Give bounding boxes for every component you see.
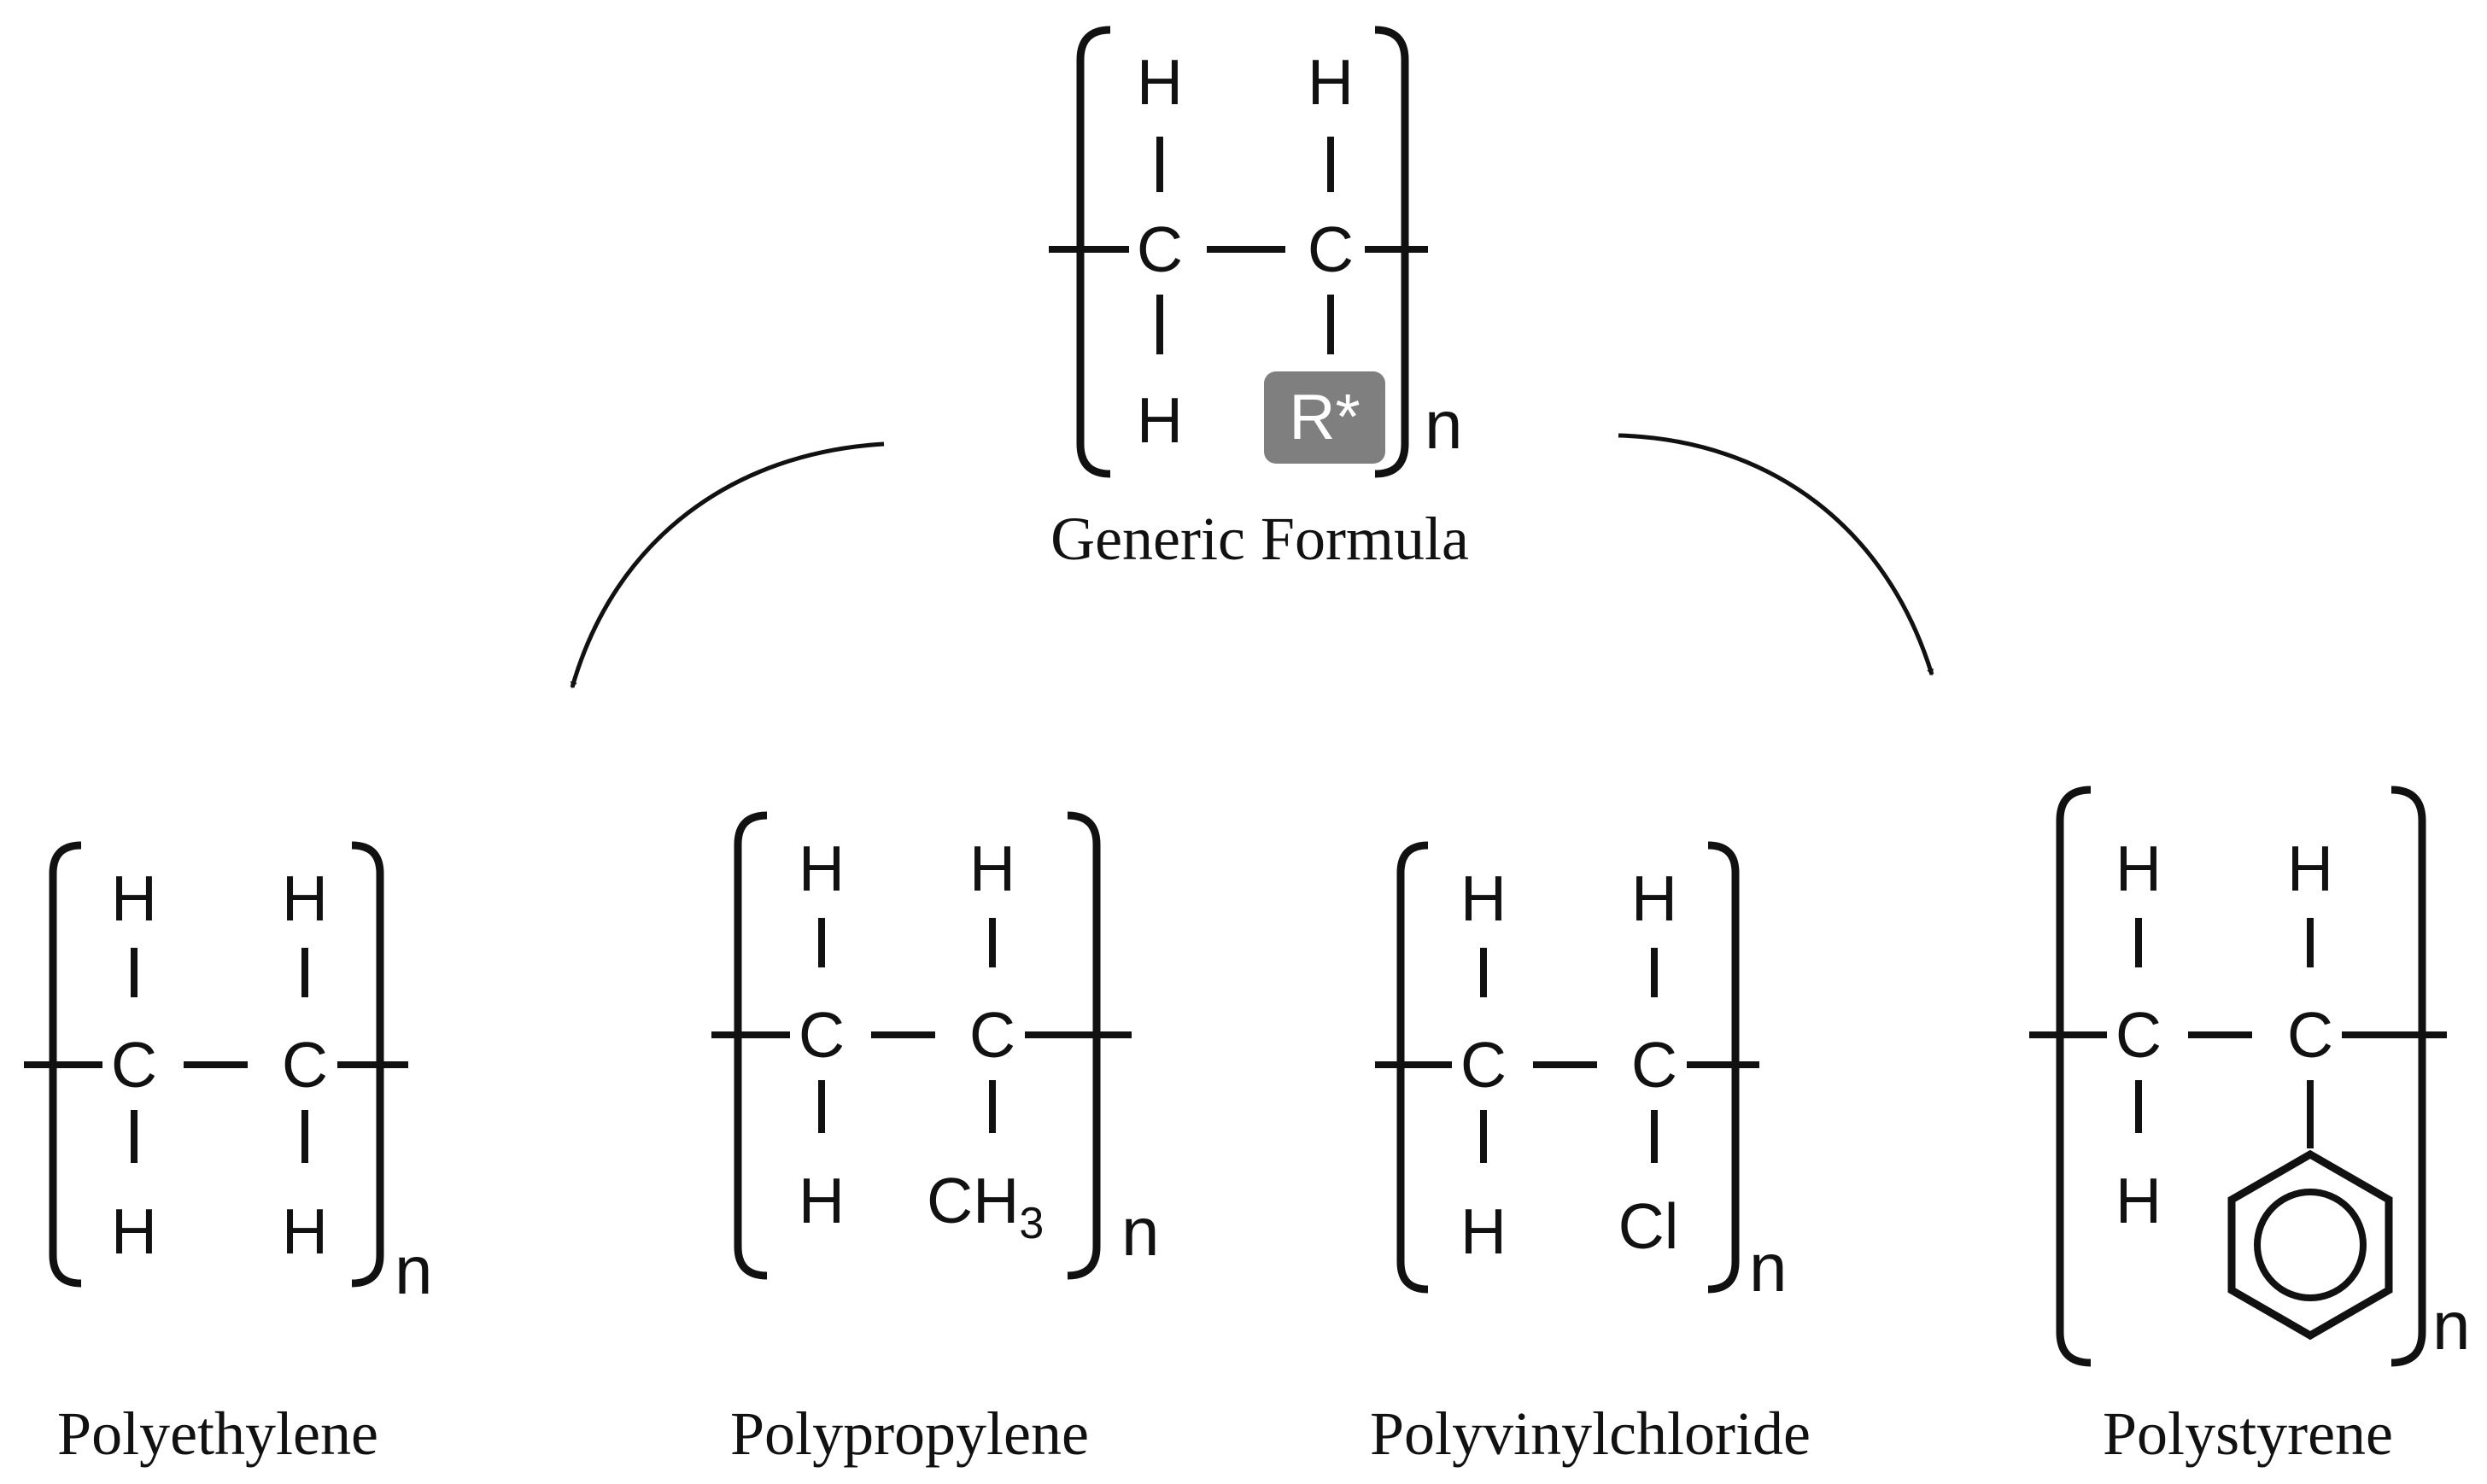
atom-h-bottom-left: H	[2115, 1165, 2162, 1236]
right-bracket	[1067, 811, 1101, 1280]
polymer-name: Polyvinylchloride	[1370, 1399, 1811, 1468]
arrow-to-polystyrene	[1618, 433, 1934, 676]
atom-c-right: C	[1631, 1029, 1677, 1101]
atom-h-top-right: H	[1631, 862, 1677, 934]
repeat-n: n	[1749, 1230, 1788, 1306]
generic-caption: Generic Formula	[1050, 505, 1469, 573]
polyvinylchloride-structure: H H C C H Cl n Polyvinylchloride	[1370, 841, 1811, 1468]
polystyrene-structure: H H C C H n Polystyrene	[2029, 786, 2471, 1468]
repeat-n: n	[395, 1232, 433, 1308]
atom-h-top-right: H	[1308, 46, 1354, 118]
atom-h-top-left: H	[111, 862, 157, 934]
right-bracket	[2390, 786, 2426, 1367]
atom-c-right: C	[282, 1029, 328, 1101]
atom-r-group: R*	[1289, 381, 1360, 453]
methyl-ch: CH	[927, 1165, 1019, 1236]
atom-c-right: C	[1308, 213, 1354, 285]
atom-cl: Cl	[1618, 1190, 1679, 1262]
benzene-ring-icon	[2227, 1149, 2393, 1341]
atom-c-left: C	[2115, 999, 2162, 1071]
left-bracket	[2056, 786, 2092, 1367]
repeat-n: n	[2432, 1288, 2471, 1364]
atom-c-left: C	[1137, 213, 1183, 285]
atom-h-bottom-right: H	[282, 1195, 328, 1267]
left-bracket	[734, 811, 768, 1280]
generic-formula: H H C C H R* n Generic Formula	[1049, 26, 1469, 573]
atom-h-top-right: H	[969, 833, 1015, 904]
atom-h-top-left: H	[2115, 833, 2162, 904]
r-group-badge	[1264, 371, 1385, 464]
polymer-name: Polystyrene	[2103, 1399, 2393, 1468]
atom-h-top-left: H	[1137, 46, 1183, 118]
atom-h-bottom-left: H	[799, 1165, 845, 1236]
polymer-name: Polyethylene	[57, 1399, 378, 1468]
atom-c-right: C	[2287, 999, 2333, 1071]
repeat-n: n	[1121, 1194, 1160, 1270]
atom-c-left: C	[111, 1029, 157, 1101]
repeat-n: n	[1425, 387, 1463, 463]
polypropylene-structure: H H C C H CH3 n Polypropylene	[711, 811, 1160, 1468]
atom-h-bottom-left: H	[1460, 1195, 1507, 1267]
atom-h-top-left: H	[1460, 862, 1507, 934]
methyl-subscript: 3	[1019, 1199, 1044, 1248]
atom-h-top-right: H	[282, 862, 328, 934]
benzene-hexagon	[2227, 1149, 2393, 1341]
polyethylene-structure: H H C C H H n Polyethylene	[24, 841, 433, 1468]
benzene-aromatic-circle	[2254, 1189, 2367, 1301]
polymer-name: Polypropylene	[730, 1399, 1089, 1468]
methyl-group-label: CH3	[927, 1165, 1044, 1248]
atom-h-top-left: H	[799, 833, 845, 904]
atom-h-top-right: H	[2287, 833, 2333, 904]
atom-c-left: C	[1460, 1029, 1507, 1101]
arrow-to-polyethylene	[570, 441, 885, 689]
atom-c-left: C	[799, 999, 845, 1071]
atom-h-bottom-left: H	[1137, 384, 1183, 456]
atom-h-bottom-left: H	[111, 1195, 157, 1267]
atom-c-right: C	[969, 999, 1015, 1071]
